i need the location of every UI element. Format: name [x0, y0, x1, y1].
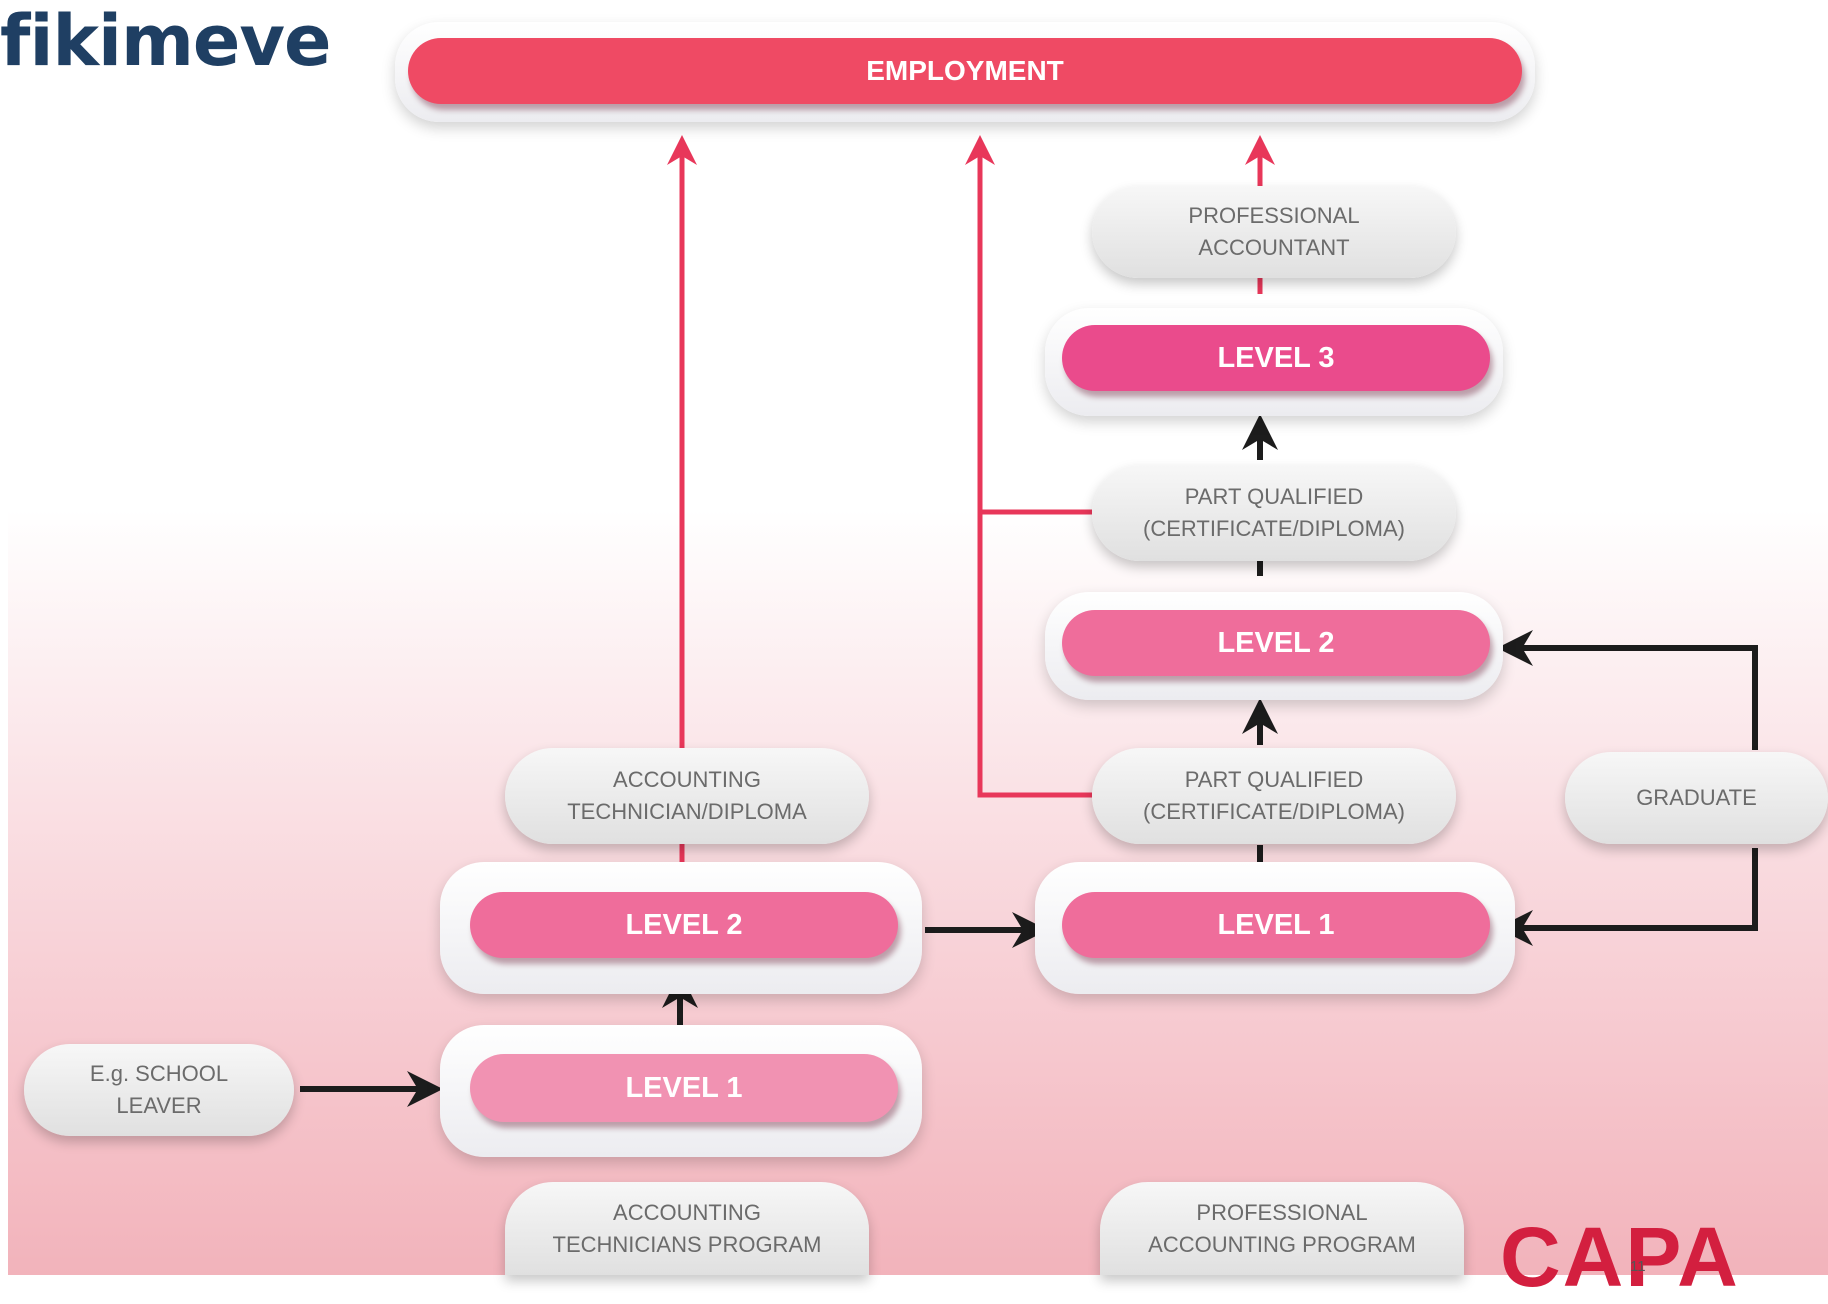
pill-line: LEAVER	[116, 1093, 202, 1118]
pill-line: PART QUALIFIED	[1184, 484, 1364, 509]
accounting-technician-diploma-pill: ACCOUNTING TECHNICIAN/DIPLOMA	[505, 748, 869, 844]
pa-level3-box: LEVEL 3	[1062, 325, 1490, 391]
pill-line: ACCOUNTING PROGRAM	[1148, 1231, 1416, 1257]
at-level2-box: LEVEL 2	[470, 892, 898, 958]
pill-line: ACCOUNTING	[613, 1199, 761, 1225]
accounting-technicians-program-pill: ACCOUNTING TECHNICIANS PROGRAM	[505, 1182, 869, 1275]
graduate-to-level1-arrow	[1497, 848, 1758, 946]
page-title: fikimeve	[0, 0, 332, 82]
pill-line: PROFESSIONAL	[1196, 1199, 1368, 1225]
pa-level2-box: LEVEL 2	[1062, 610, 1490, 676]
pa-level1-box: LEVEL 1	[1062, 892, 1490, 958]
part-qualified-to-employment-arrow	[965, 135, 1092, 798]
pill-line: (CERTIFICATE/DIPLOMA)	[1143, 799, 1405, 824]
graduate-pill: GRADUATE	[1565, 752, 1828, 844]
connector-layer	[300, 135, 1758, 1107]
page-number: 11	[1630, 1258, 1646, 1275]
graduate-to-level2-arrow	[1497, 630, 1758, 750]
pill-line: ACCOUNTANT	[1198, 235, 1350, 260]
pill-line: ACCOUNTING	[613, 767, 761, 792]
employment-box: EMPLOYMENT	[408, 38, 1522, 104]
capa-logo: CAPA	[1500, 1210, 1740, 1304]
pill-line: GRADUATE	[1636, 785, 1757, 810]
pill-line: TECHNICIANS PROGRAM	[552, 1231, 822, 1257]
professional-accountant-pill: PROFESSIONAL ACCOUNTANT	[1092, 186, 1456, 278]
pill-line: (CERTIFICATE/DIPLOMA)	[1143, 516, 1405, 541]
pill-line: PART QUALIFIED	[1184, 767, 1364, 792]
pill-line: E.g. SCHOOL	[89, 1061, 229, 1086]
professional-accounting-program-pill: PROFESSIONAL ACCOUNTING PROGRAM	[1100, 1182, 1464, 1275]
school-leaver-pill: E.g. SCHOOL LEAVER	[24, 1044, 294, 1136]
pill-line: PROFESSIONAL	[1188, 203, 1360, 228]
pill-line: TECHNICIAN/DIPLOMA	[567, 799, 807, 824]
part-qualified-upper-pill: PART QUALIFIED (CERTIFICATE/DIPLOMA)	[1092, 465, 1456, 561]
at-level1-box: LEVEL 1	[470, 1054, 898, 1122]
part-qualified-lower-pill: PART QUALIFIED (CERTIFICATE/DIPLOMA)	[1092, 748, 1456, 844]
